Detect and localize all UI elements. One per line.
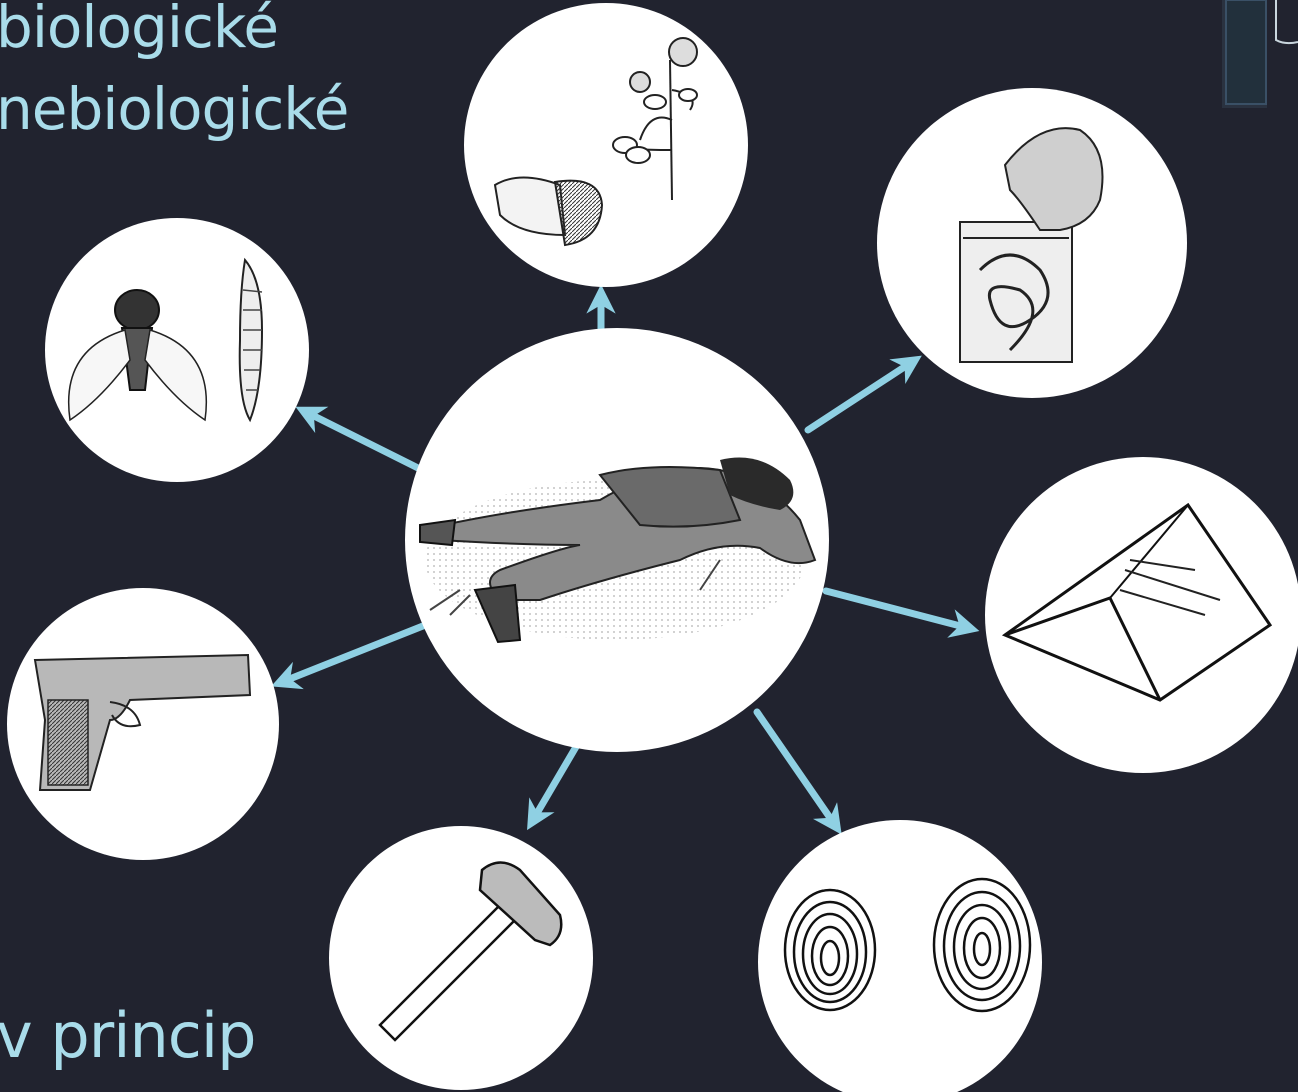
arrow-to-fingerprints [757, 712, 835, 825]
hammer-icon [329, 826, 593, 1090]
arrow-to-hammer [533, 740, 580, 820]
arrow-to-bag [808, 362, 912, 430]
arrow-to-insects [306, 412, 432, 475]
fly-larva-icon [45, 218, 309, 482]
crime-scene-body-icon [405, 328, 829, 752]
acorn-clover-icon [464, 3, 748, 287]
evidence-bag-icon [877, 88, 1187, 398]
pistol-icon [7, 588, 279, 860]
arrow-to-envelope [826, 591, 968, 628]
slide-thumbnail [1222, 0, 1298, 108]
envelope-letter-icon [985, 457, 1298, 773]
fingerprints-icon [758, 820, 1042, 1092]
arrow-to-pistol [282, 620, 438, 682]
